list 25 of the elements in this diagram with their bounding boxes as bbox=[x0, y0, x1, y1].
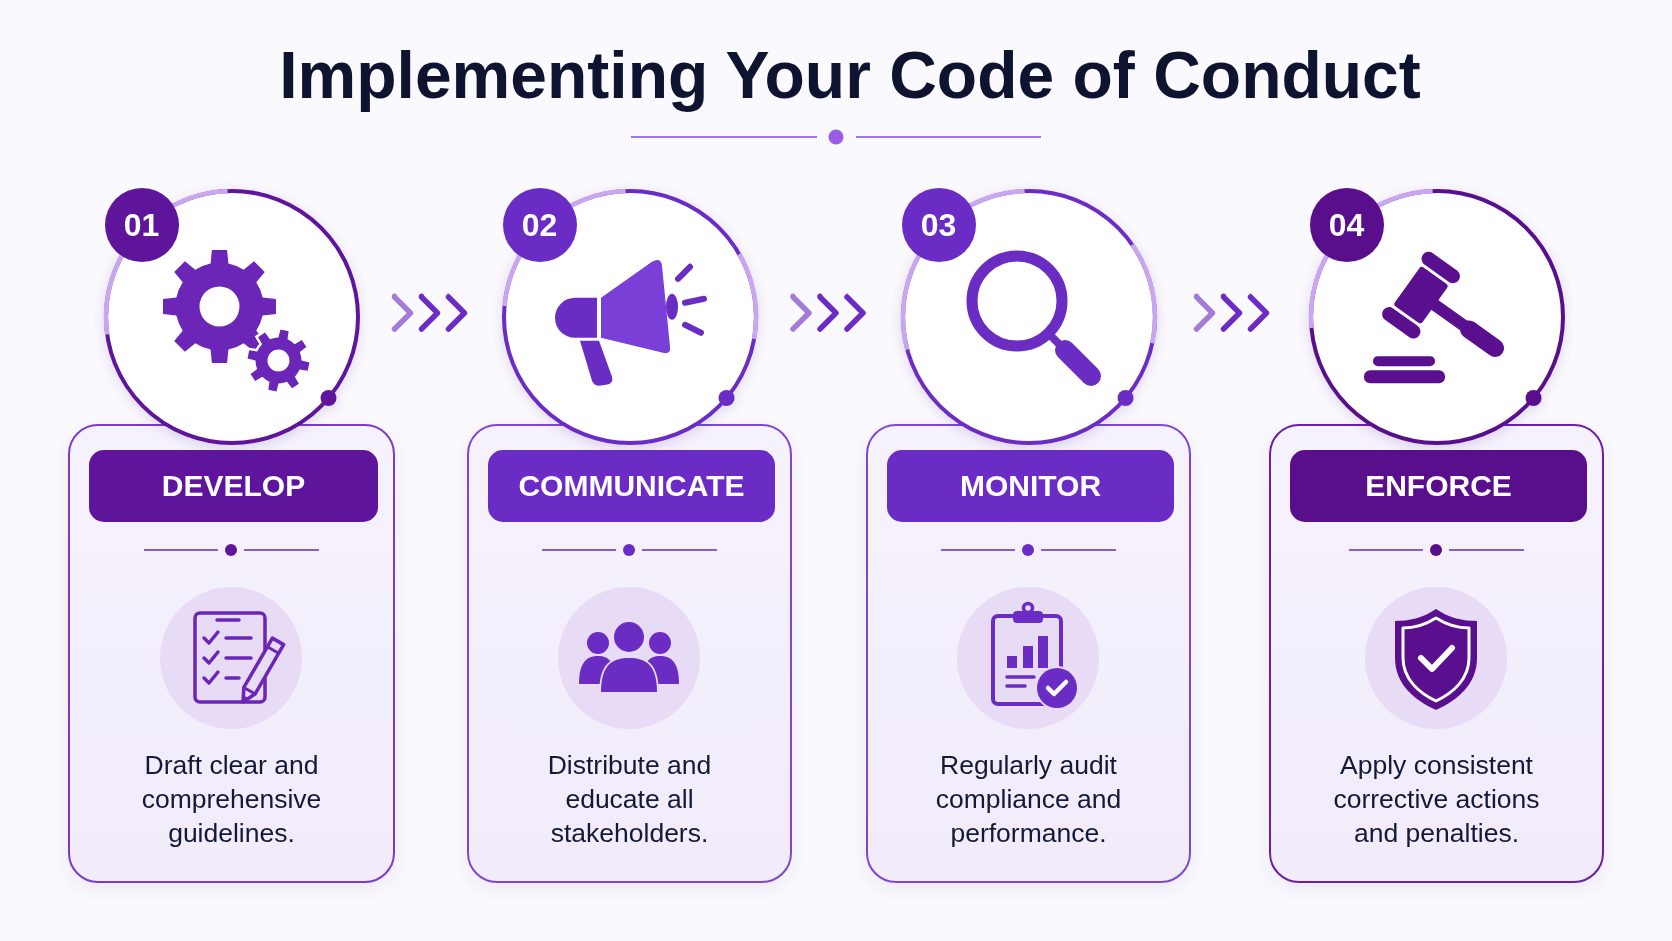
step-number: 01 bbox=[123, 209, 160, 241]
step-card bbox=[1269, 424, 1604, 883]
step-circle bbox=[900, 189, 1157, 445]
step-number: 02 bbox=[521, 209, 558, 241]
title-banner bbox=[89, 450, 378, 522]
step-title: MONITOR bbox=[959, 471, 1102, 501]
title: Implementing Your Code of Conduct bbox=[279, 37, 1421, 114]
step-circle bbox=[103, 189, 360, 445]
title-banner bbox=[488, 450, 775, 522]
title-banner bbox=[1290, 450, 1587, 522]
step-description: Regularly audit compliance and performance. bbox=[934, 749, 1123, 850]
step-description: Apply consistent corrective actions and penalties. bbox=[1332, 749, 1541, 850]
step-circle bbox=[501, 189, 758, 445]
step-description: Distribute and educate all stakeholders. bbox=[546, 749, 713, 850]
step-card bbox=[866, 424, 1191, 883]
step-title: COMMUNICATE bbox=[518, 471, 745, 501]
step-title: ENFORCE bbox=[1365, 471, 1512, 501]
step-card bbox=[467, 424, 792, 883]
step-card bbox=[68, 424, 395, 883]
step-number: 03 bbox=[920, 209, 957, 241]
title-banner bbox=[887, 450, 1174, 522]
step-circle bbox=[1308, 189, 1565, 445]
step-title: DEVELOP bbox=[161, 471, 306, 501]
step-description: Draft clear and comprehensive guidelines. bbox=[140, 749, 323, 850]
step-number: 04 bbox=[1328, 209, 1365, 241]
